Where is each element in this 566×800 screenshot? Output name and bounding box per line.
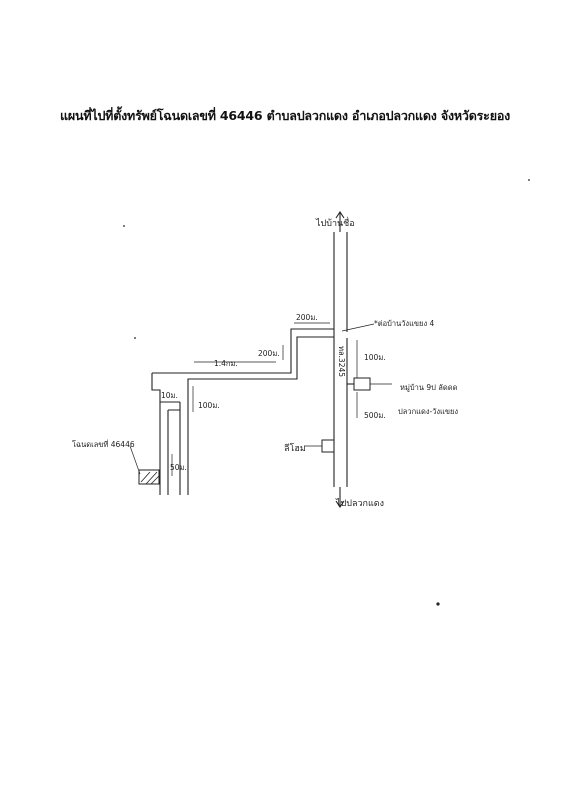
property-leader bbox=[129, 445, 141, 475]
label-village: หมู่บ้าน 9ป ลัดดด bbox=[400, 383, 458, 392]
label-dist-200-side: 200ม. bbox=[258, 349, 280, 358]
map-title: แผนที่ไปที่ตั้งทรัพย์โฉนดเลขที่ 46446 ตำ… bbox=[60, 108, 511, 123]
village-marker bbox=[347, 377, 392, 391]
label-dist-200-top: 200ม. bbox=[296, 313, 318, 322]
arrow-down-icon bbox=[335, 487, 345, 508]
arrow-up-icon bbox=[335, 211, 345, 232]
property-parcel bbox=[138, 469, 160, 485]
label-road-no: ทล.3245 bbox=[337, 346, 346, 377]
label-dist-50: 50ม. bbox=[170, 463, 187, 472]
branch-road bbox=[151, 328, 334, 495]
label-dist-100-right: 100ม. bbox=[364, 353, 386, 362]
label-dist-10: 10ม. bbox=[161, 391, 178, 400]
soi-to-property bbox=[159, 401, 180, 495]
label-to-south: ไปปลวกแดง bbox=[335, 498, 384, 509]
paper-speck bbox=[528, 179, 530, 181]
label-shop: ลีโฮม bbox=[284, 443, 306, 454]
shop-marker bbox=[304, 439, 335, 453]
label-to-north: ไปบ้านชื่อ bbox=[315, 216, 355, 229]
label-landmark: *ต่อบ้านวังแขยง 4 bbox=[374, 319, 434, 328]
paper-speck bbox=[123, 225, 125, 227]
label-dist-1-4: 1.4กม. bbox=[214, 359, 238, 368]
landmark-leader bbox=[341, 323, 375, 332]
label-dist-100-left: 100ม. bbox=[198, 401, 220, 410]
label-property: โฉนดเลขที่ 46446 bbox=[72, 439, 135, 449]
paper-speck bbox=[436, 602, 440, 606]
label-dist-500: 500ม. bbox=[364, 411, 386, 420]
paper-speck bbox=[134, 337, 136, 339]
label-village-sub: ปลวกแดง-วังแขยง bbox=[398, 407, 458, 416]
